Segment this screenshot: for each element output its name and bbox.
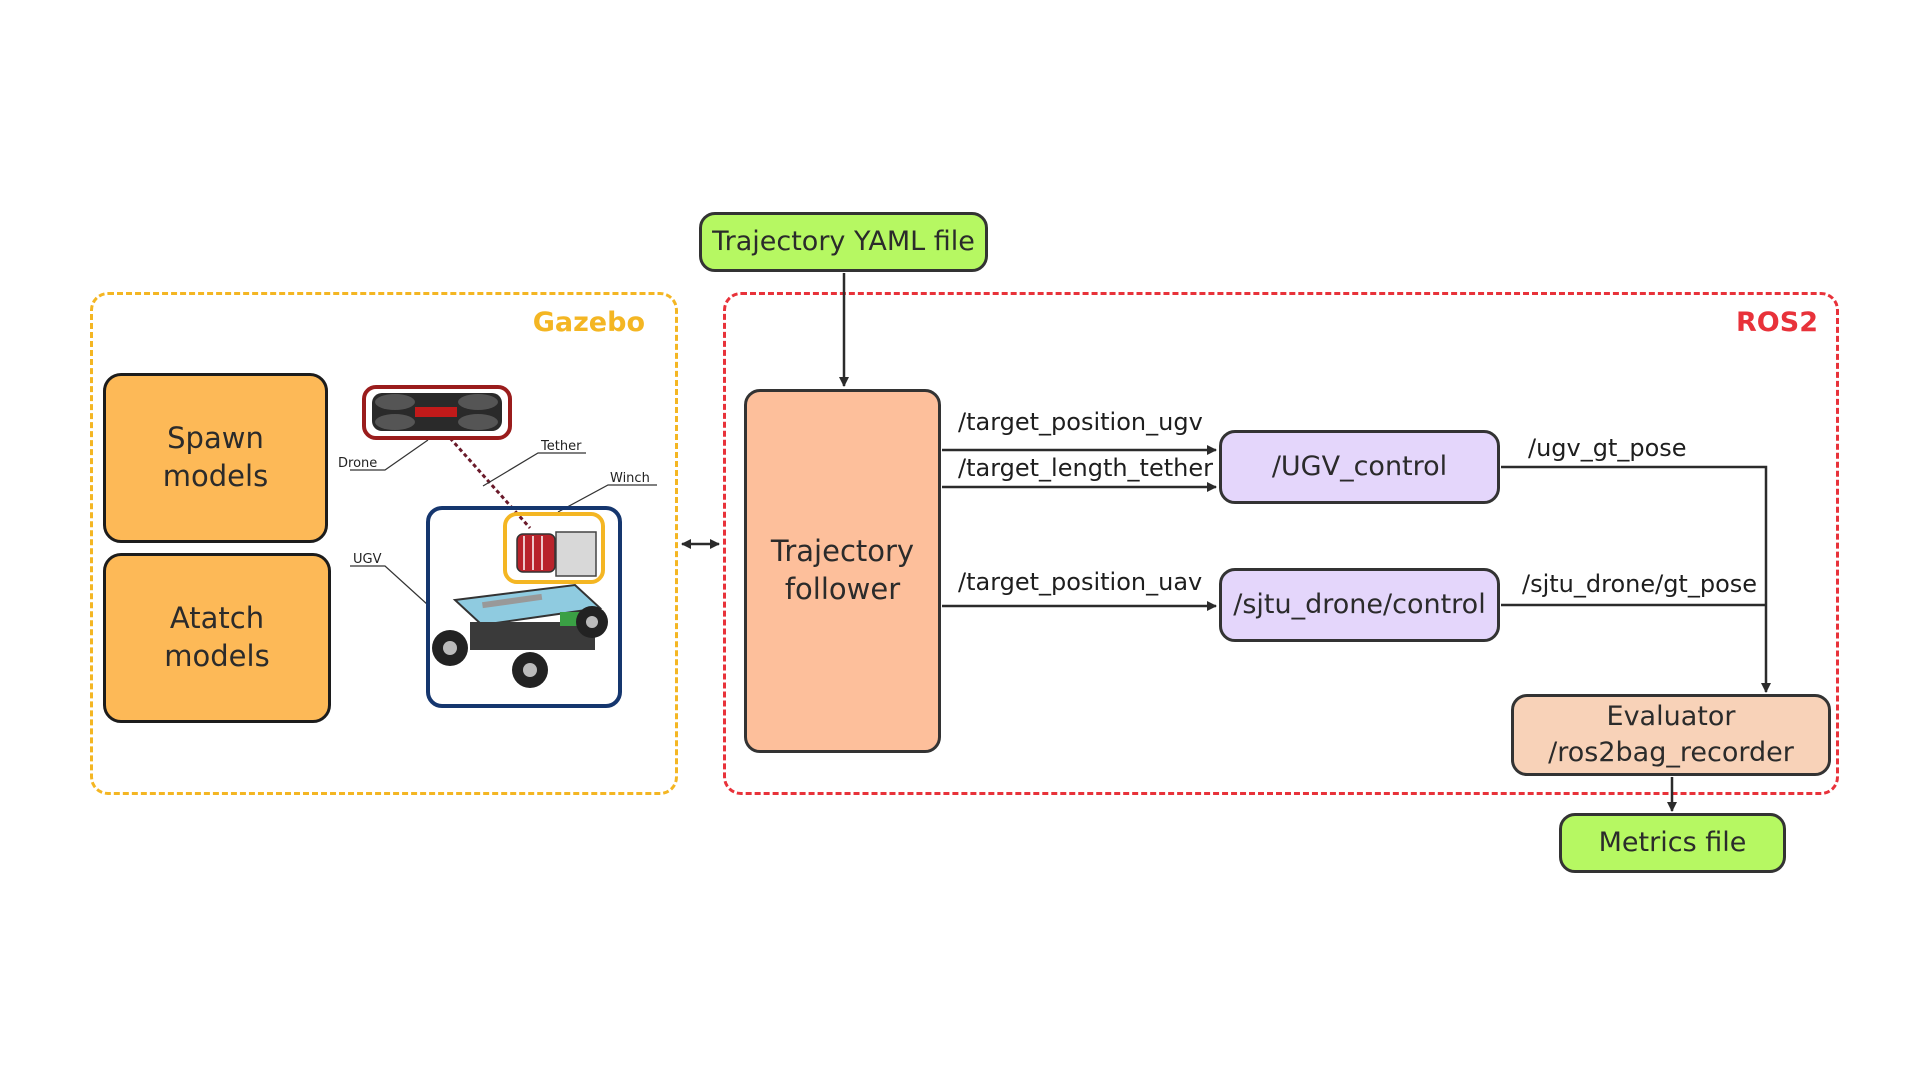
ugv-highlight-frame [426, 506, 622, 708]
drone-control-node: /sjtu_drone/control [1219, 568, 1500, 642]
attach-models-box: Atatch models [103, 553, 331, 723]
drone-icon [372, 393, 502, 431]
trajectory-yaml-file-box: Trajectory YAML file [699, 212, 988, 272]
topic-target-position-ugv: /target_position_ugv [958, 408, 1203, 436]
winch-icon [516, 531, 597, 577]
drone-callout: Drone [338, 456, 378, 471]
winch-highlight-frame [503, 512, 605, 584]
winch-callout: Winch [610, 471, 650, 486]
ros2-label: ROS2 [1736, 307, 1818, 338]
topic-drone-gt-pose: /sjtu_drone/gt_pose [1522, 570, 1758, 598]
metrics-file-box: Metrics file [1559, 813, 1786, 873]
spawn-models-box: Spawn models [103, 373, 328, 543]
gazebo-region: Gazebo [90, 292, 678, 795]
drone-highlight-frame [362, 385, 512, 440]
ugv-control-node: /UGV_control [1219, 430, 1500, 504]
ugv-icon [432, 583, 608, 688]
ugv-callout: UGV [353, 552, 382, 567]
topic-ugv-gt-pose: /ugv_gt_pose [1528, 434, 1687, 462]
topic-target-length-tether: /target_length_tether [958, 454, 1213, 482]
trajectory-follower-box: Trajectory follower [744, 389, 941, 753]
tether-callout: Tether [541, 439, 582, 454]
topic-target-position-uav: /target_position_uav [958, 568, 1203, 596]
ugv-gt-pose-line [1501, 465, 1771, 693]
ros2-region: ROS2 [723, 292, 1839, 795]
gazebo-label: Gazebo [532, 307, 645, 338]
evaluator-node: Evaluator /ros2bag_recorder [1511, 694, 1831, 776]
